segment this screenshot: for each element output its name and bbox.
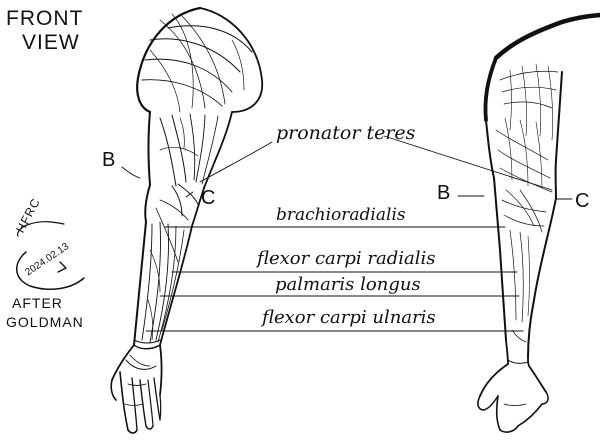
title-line-2: VIEW [22,31,80,54]
artist-signature-stamp [16,221,85,291]
label-b-left: B [102,149,117,171]
label-pronator-teres: pronator teres [276,122,416,144]
credit-line-1: AFTER [12,295,63,311]
label-b-right: B [437,182,452,204]
label-palmaris-longus: palmaris longus [275,274,421,295]
label-flexor-carpi-ulnaris: flexor carpi ulnaris [262,307,436,328]
credit-line-2: GOLDMAN [6,314,84,330]
label-c-left: C [201,187,217,209]
label-c-right: C [575,190,591,212]
right-arm-surface-drawing [477,12,600,433]
label-brachioradialis: brachioradialis [276,205,406,225]
label-leader-lines [121,135,573,332]
label-flexor-carpi-radialis: flexor carpi radialis [257,248,436,269]
left-arm-muscle-drawing [110,6,264,434]
title-line-1: FRONT [6,7,84,30]
